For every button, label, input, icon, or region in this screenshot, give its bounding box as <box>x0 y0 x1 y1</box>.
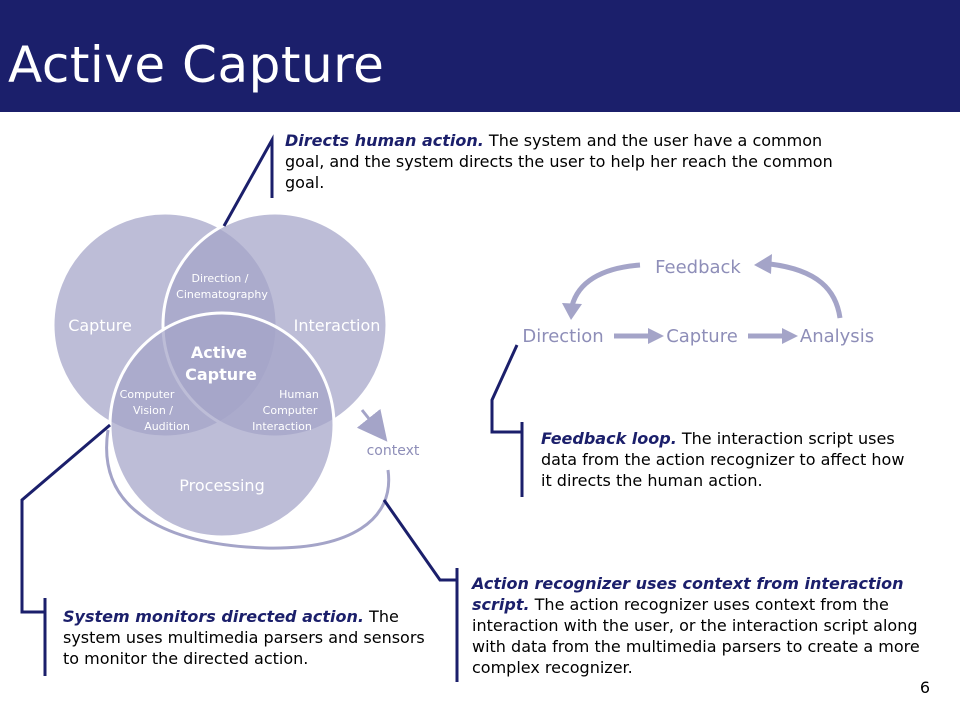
capture-label: Capture <box>666 326 738 347</box>
callout-directs-line <box>222 134 274 227</box>
note-feedback-heading: Feedback loop. <box>541 429 677 448</box>
note-directs: Directs human action. The system and the… <box>285 130 850 193</box>
arrow-direction-to-capture-head <box>648 328 664 344</box>
context-label: context <box>367 443 420 459</box>
note-directs-heading: Directs human action. <box>285 131 484 150</box>
note-feedback-body: The interaction script uses data from th… <box>541 429 905 490</box>
feedback-label: Feedback <box>655 257 741 278</box>
venn-label-interaction: Interaction <box>294 316 381 335</box>
note-recognizer-heading: Action recognizer uses context from inte… <box>472 574 904 614</box>
arrow-analysis-to-feedback <box>769 261 843 319</box>
note-recognizer: Action recognizer uses context from inte… <box>472 573 940 678</box>
note-recognizer-body: The action recognizer uses context from … <box>472 595 920 677</box>
note-monitors-body: The system uses multimedia parsers and s… <box>63 607 425 668</box>
venn-label-cv-1: Computer <box>120 388 175 401</box>
arrow-feedback-to-direction-head <box>562 303 582 320</box>
callout-feedback-line <box>490 344 524 497</box>
arrow-analysis-to-feedback-head <box>754 254 772 274</box>
callout-monitors-line <box>20 423 111 676</box>
title-bar: Active Capture <box>0 0 960 112</box>
venn-label-direction-1: Direction / <box>192 272 249 285</box>
venn-label-capture: Capture <box>68 316 132 335</box>
venn-label-cv-3: Audition <box>144 420 190 433</box>
venn-label-active-2: Capture <box>185 365 257 384</box>
venn-label-processing: Processing <box>179 476 264 495</box>
note-monitors-heading: System monitors directed action. <box>63 607 364 626</box>
venn-label-direction-2: Cinematography <box>176 288 268 301</box>
venn-label-cv-2: Vision / <box>133 404 173 417</box>
note-monitors: System monitors directed action. The sys… <box>63 606 428 669</box>
context-arrow <box>356 408 388 442</box>
venn-label-hci-3: Interaction <box>252 420 312 433</box>
arrow-capture-to-analysis-head <box>782 328 798 344</box>
slide-title: Active Capture <box>8 36 385 94</box>
note-directs-body: The system and the user have a common go… <box>285 131 833 192</box>
analysis-label: Analysis <box>800 326 874 347</box>
page-number: 6 <box>919 678 930 697</box>
venn-label-active-1: Active <box>191 343 247 362</box>
note-feedback: Feedback loop. The interaction script us… <box>541 428 916 491</box>
venn-label-hci-2: Computer <box>263 404 318 417</box>
context-loop-line <box>105 429 391 550</box>
arrow-feedback-to-direction <box>569 262 641 307</box>
venn-label-hci-1: Human <box>279 388 319 401</box>
callout-recognizer-line <box>382 499 459 682</box>
direction-label: Direction <box>522 326 603 347</box>
